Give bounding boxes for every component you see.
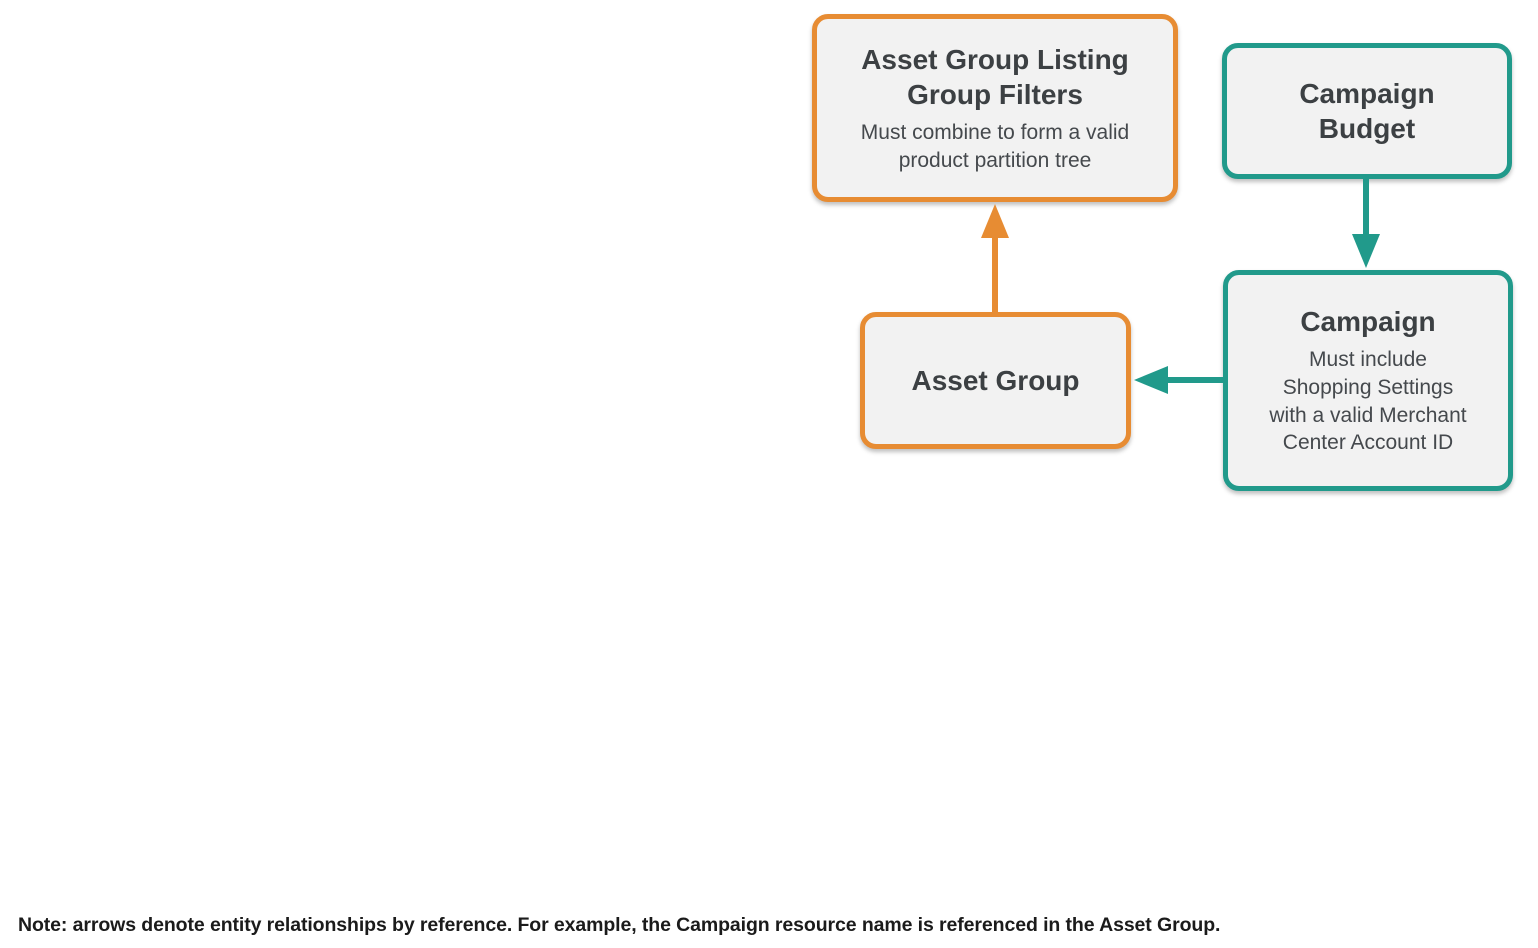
arrow-campaign-to-asset-group-icon <box>1134 366 1224 394</box>
node-campaign: Campaign Must include Shopping Settings … <box>1223 270 1513 491</box>
node-campaign-budget: Campaign Budget <box>1222 43 1512 179</box>
footnote: Note: arrows denote entity relationships… <box>18 914 1221 936</box>
node-title: Asset Group <box>911 364 1080 396</box>
node-subtitle: Must combine to form a valid product par… <box>860 121 1130 172</box>
node-title: Campaign Budget <box>1299 77 1435 144</box>
node-asset-group: Asset Group <box>860 312 1131 449</box>
node-title: Asset Group Listing Group Filters <box>861 43 1129 110</box>
node-asset-group-listing-group-filters: Asset Group Listing Group Filters Must c… <box>812 14 1178 202</box>
node-title: Campaign <box>1300 305 1436 337</box>
arrow-campaign-budget-to-campaign-icon <box>1352 178 1380 268</box>
node-subtitle: Must include Shopping Settings with a va… <box>1269 348 1467 455</box>
arrow-asset-group-to-listing-group-filters-icon <box>981 204 1009 314</box>
